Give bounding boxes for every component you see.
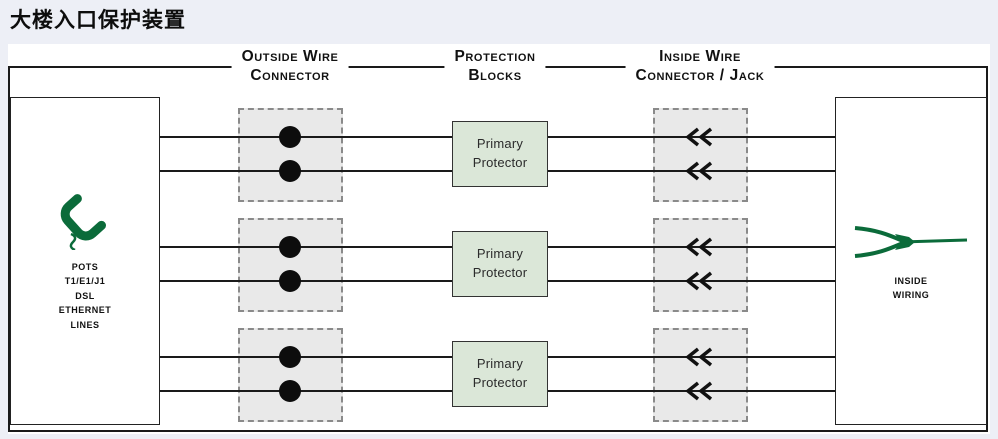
primary-protector-box: Primary Protector [452,341,548,407]
label-inside: INSIDE [894,275,928,286]
terminal-dot [279,236,301,258]
label-wiring: WIRING [892,290,930,300]
jack-arrow-icon [685,161,713,181]
primary-protector-label-line2: Protector [472,375,528,390]
primary-protector-box: Primary Protector [452,121,548,187]
inside-wire-jack-box [653,218,748,312]
jack-arrow-icon [685,347,713,367]
inside-wire-jack-box [653,108,748,202]
outside-wire-connector-box [238,218,343,312]
header-inside-line2: Connector / Jack [635,67,765,85]
header-protection-line2: Blocks [468,67,522,85]
header-protection-line1: Protection [454,48,536,65]
terminal-dot [279,160,301,182]
label-pots: POTS [71,262,99,273]
jack-arrow-icon [685,271,713,291]
primary-protector-label-line1: Primary [476,246,524,262]
inside-wire-jack-box [653,328,748,422]
outside-lines-panel: POTS T1/E1/J1 DSL ETHERNET LINES [10,97,160,425]
header-outside-wire-connector: Outside Wire Connector [231,46,349,87]
page-title: 大楼入口保护装置 [10,8,186,32]
header-inside-line1: Inside Wire [659,48,741,65]
label-t1e1j1: T1/E1/J1 [64,276,106,287]
primary-protector-label-line2: Protector [472,265,528,280]
outside-lines-label: POTS T1/E1/J1 DSL ETHERNET LINES [59,260,112,332]
jack-arrow-icon [685,127,713,147]
terminal-dot [279,380,301,402]
header-outside-line1: Outside Wire [241,48,339,65]
inside-wiring-label: INSIDE WIRING [893,274,930,303]
outside-wire-connector-box [238,108,343,202]
primary-protector-label-line1: Primary [476,356,524,372]
header-outside-line2: Connector [250,67,330,85]
label-lines: LINES [70,319,100,330]
header-protection-blocks: Protection Blocks [444,46,546,87]
primary-protector-label-line2: Protector [472,155,528,170]
primary-protector-box: Primary Protector [452,231,548,297]
outside-wire-connector-box [238,328,343,422]
primary-protector-label-line1: Primary [476,136,524,152]
inside-wiring-panel: INSIDE WIRING [835,97,987,425]
terminal-dot [279,126,301,148]
terminal-dot [279,346,301,368]
terminal-dot [279,270,301,292]
header-inside-wire-connector-jack: Inside Wire Connector / Jack [625,46,775,87]
label-dsl: DSL [75,290,95,301]
wire-splice-icon [854,225,968,258]
jack-arrow-icon [685,237,713,257]
diagram-panel: Outside Wire Connector Protection Blocks… [8,44,990,434]
jack-arrow-icon [685,381,713,401]
telephone-icon [60,194,107,251]
label-ethernet: ETHERNET [58,305,112,316]
